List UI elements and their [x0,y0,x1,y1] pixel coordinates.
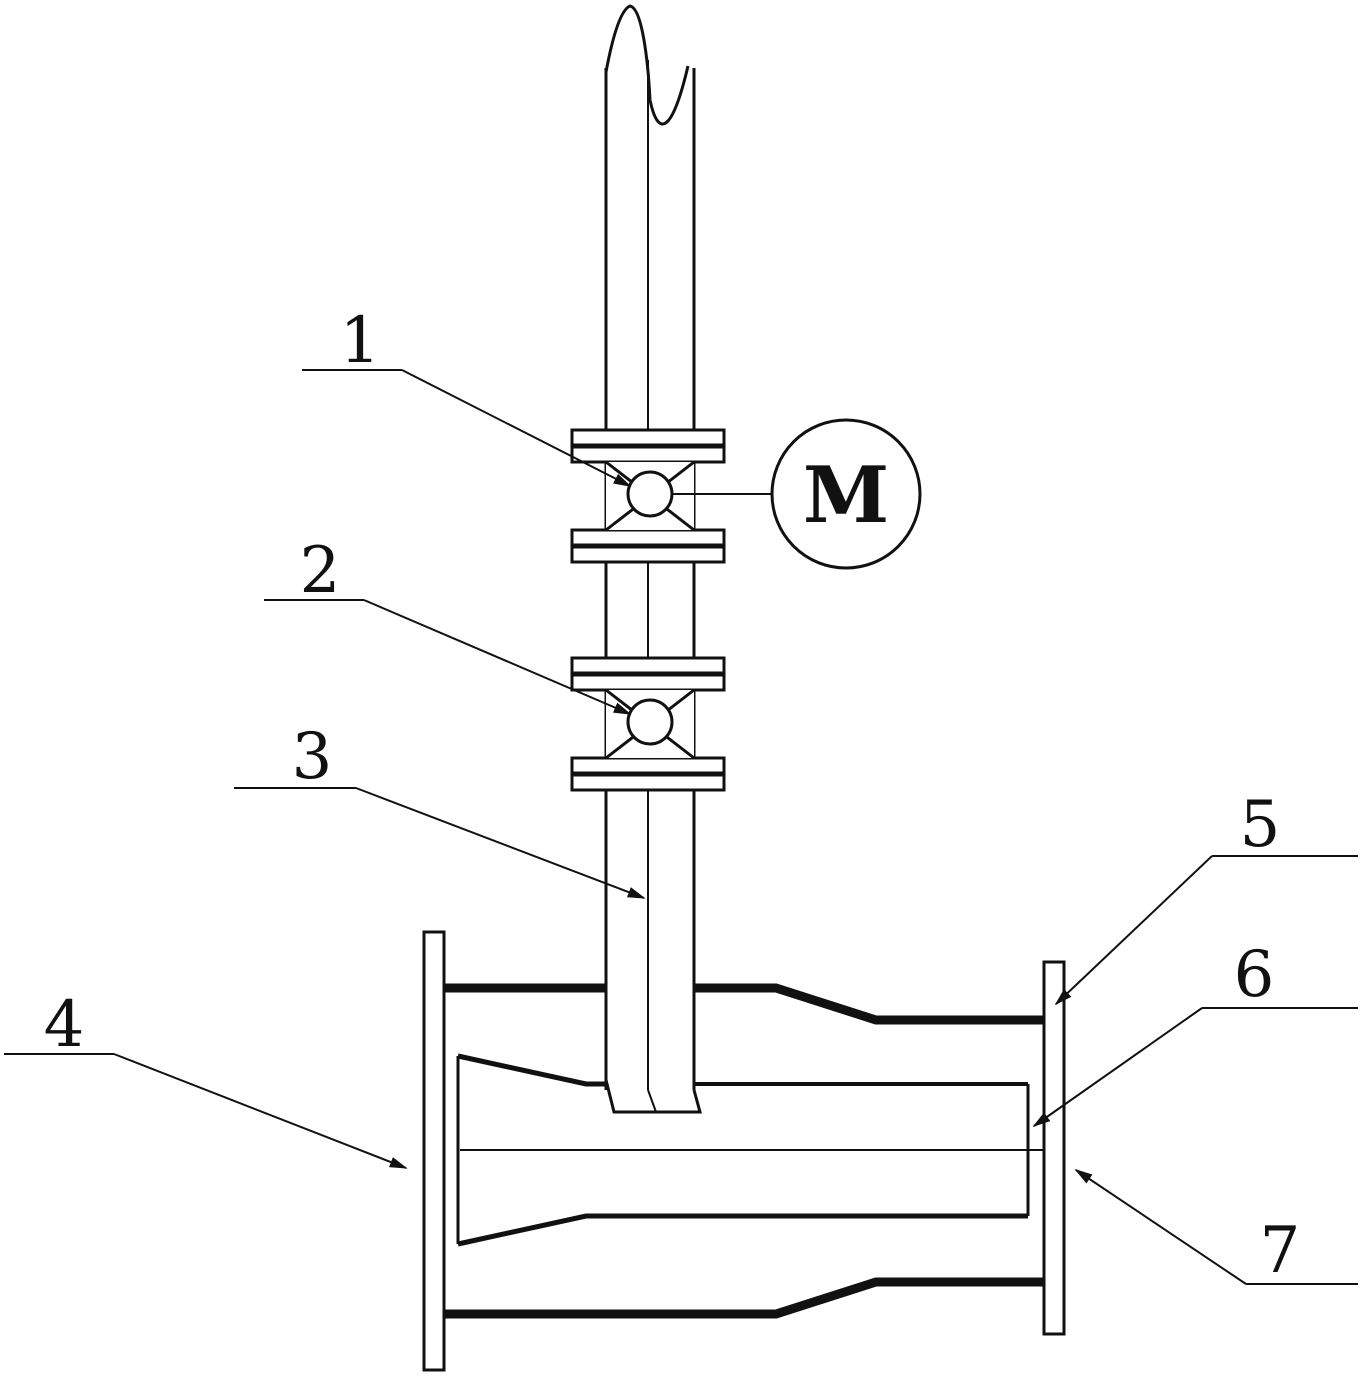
callout-2: 2 [264,534,632,715]
flange-lower-2 [570,756,726,792]
callout-3: 3 [234,720,646,899]
callout-5: 5 [1054,788,1358,1006]
motor-icon: M [770,418,922,570]
vertical-pipe [604,4,702,1114]
callout-label-4: 4 [44,988,85,1062]
callout-4: 4 [4,988,408,1169]
callout-label-5: 5 [1240,788,1281,862]
motor-label: M [803,450,889,541]
main-pipe-body [422,930,1066,1372]
manual-valve [605,688,695,760]
flange-upper-2 [570,528,726,564]
callout-label-2: 2 [300,534,341,608]
callout-1: 1 [302,304,632,487]
flange-upper-1 [570,428,726,464]
right-flange [1042,960,1066,1336]
callout-label-7: 7 [1260,1214,1301,1288]
callout-6: 6 [1032,938,1358,1128]
left-flange [422,930,446,1372]
motorized-valve [605,460,772,532]
callout-label-3: 3 [292,720,333,794]
callout-label-1: 1 [340,304,381,378]
callout-label-6: 6 [1234,938,1275,1012]
flange-lower-1 [570,656,726,692]
callout-7: 7 [1074,1168,1358,1288]
